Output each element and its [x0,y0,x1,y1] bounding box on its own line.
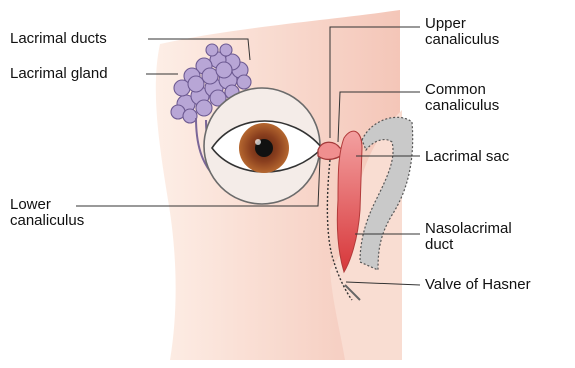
label-common-canaliculus: Common canaliculus [425,82,499,114]
label-lacrimal-sac: Lacrimal sac [425,149,509,165]
label-nasolacrimal-duct: Nasolacrimal duct [425,221,512,253]
label-lacrimal-gland: Lacrimal gland [10,66,108,82]
label-lacrimal-ducts: Lacrimal ducts [10,31,107,47]
pupil-highlight [255,139,261,145]
label-lower-canaliculus: Lower canaliculus [10,197,84,229]
label-upper-canaliculus: Upper canaliculus [425,16,499,48]
label-valve-of-hasner: Valve of Hasner [425,277,531,293]
